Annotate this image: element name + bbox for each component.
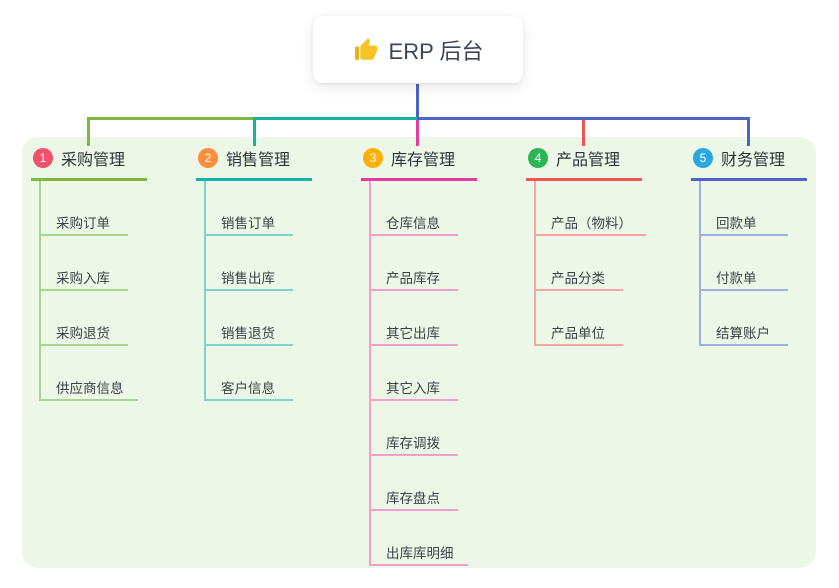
branch-1-child-1[interactable]: 采购订单 xyxy=(41,181,128,236)
branch-3-number-badge: 3 xyxy=(363,148,383,168)
branch-5-child-2[interactable]: 付款单 xyxy=(701,236,788,291)
branch-5-children: 回款单付款单结算账户 xyxy=(699,181,788,346)
branch-2-title[interactable]: 2 销售管理 xyxy=(196,146,312,181)
root-node-erp[interactable]: ERP 后台 xyxy=(313,16,523,83)
branch-5-number-badge: 5 xyxy=(693,148,713,168)
branch-2: 2 销售管理销售订单销售出库销售退货客户信息 xyxy=(196,146,312,401)
branch-2-child-1[interactable]: 销售订单 xyxy=(206,181,293,236)
branch-4-title[interactable]: 4 产品管理 xyxy=(526,146,642,181)
drop-line-branch-1 xyxy=(87,120,90,146)
branch-2-child-2[interactable]: 销售出库 xyxy=(206,236,293,291)
branch-5: 5 财务管理回款单付款单结算账户 xyxy=(691,146,807,346)
branch-2-children: 销售订单销售出库销售退货客户信息 xyxy=(204,181,293,401)
branch-1-child-2[interactable]: 采购入库 xyxy=(41,236,128,291)
branch-3-child-7[interactable]: 出库库明细 xyxy=(371,511,468,566)
branch-3: 3 库存管理仓库信息产品库存其它出库其它入库库存调拨库存盘点出库库明细 xyxy=(361,146,477,566)
branch-4: 4 产品管理产品（物料）产品分类产品单位 xyxy=(526,146,646,346)
branch-3-child-1[interactable]: 仓库信息 xyxy=(371,181,458,236)
branch-1-children: 采购订单采购入库采购退货供应商信息 xyxy=(39,181,138,401)
branch-3-child-4[interactable]: 其它入库 xyxy=(371,346,458,401)
branch-4-number-badge: 4 xyxy=(528,148,548,168)
root-node-label: ERP 后台 xyxy=(388,38,484,64)
branch-3-child-6[interactable]: 库存盘点 xyxy=(371,456,458,511)
branch-1-number-badge: 1 xyxy=(33,148,53,168)
rail-segment-teal xyxy=(253,117,421,120)
trunk-line xyxy=(416,84,419,120)
drop-line-branch-3 xyxy=(416,120,419,146)
branch-5-child-1[interactable]: 回款单 xyxy=(701,181,788,236)
rail-segment-green xyxy=(87,117,255,120)
branch-3-title-label: 库存管理 xyxy=(391,152,456,169)
branch-1: 1 采购管理采购订单采购入库采购退货供应商信息 xyxy=(31,146,147,401)
thumbs-up-icon xyxy=(354,37,377,60)
branch-4-child-3[interactable]: 产品单位 xyxy=(536,291,623,346)
branch-3-child-5[interactable]: 库存调拨 xyxy=(371,401,458,456)
branch-5-child-3[interactable]: 结算账户 xyxy=(701,291,788,346)
branch-5-title[interactable]: 5 财务管理 xyxy=(691,146,807,181)
branch-1-title[interactable]: 1 采购管理 xyxy=(31,146,147,181)
branch-1-child-3[interactable]: 采购退货 xyxy=(41,291,128,346)
drop-line-branch-5 xyxy=(747,120,750,146)
branch-4-children: 产品（物料）产品分类产品单位 xyxy=(534,181,646,346)
branch-2-child-4[interactable]: 客户信息 xyxy=(206,346,293,401)
branch-4-child-1[interactable]: 产品（物料） xyxy=(536,181,646,236)
branch-3-child-2[interactable]: 产品库存 xyxy=(371,236,458,291)
branch-2-title-label: 销售管理 xyxy=(226,152,291,169)
branch-1-title-label: 采购管理 xyxy=(61,152,126,169)
branch-4-title-label: 产品管理 xyxy=(556,152,621,169)
branch-2-child-3[interactable]: 销售退货 xyxy=(206,291,293,346)
mindmap-background-panel xyxy=(22,137,816,568)
drop-line-branch-4 xyxy=(582,120,585,146)
branch-3-child-3[interactable]: 其它出库 xyxy=(371,291,458,346)
branch-2-number-badge: 2 xyxy=(198,148,218,168)
branch-4-child-2[interactable]: 产品分类 xyxy=(536,236,623,291)
rail-segment-blue xyxy=(417,117,750,120)
branch-3-children: 仓库信息产品库存其它出库其它入库库存调拨库存盘点出库库明细 xyxy=(369,181,468,566)
branch-3-title[interactable]: 3 库存管理 xyxy=(361,146,477,181)
branch-1-child-4[interactable]: 供应商信息 xyxy=(41,346,138,401)
branch-5-title-label: 财务管理 xyxy=(721,152,786,169)
drop-line-branch-2 xyxy=(253,120,256,146)
